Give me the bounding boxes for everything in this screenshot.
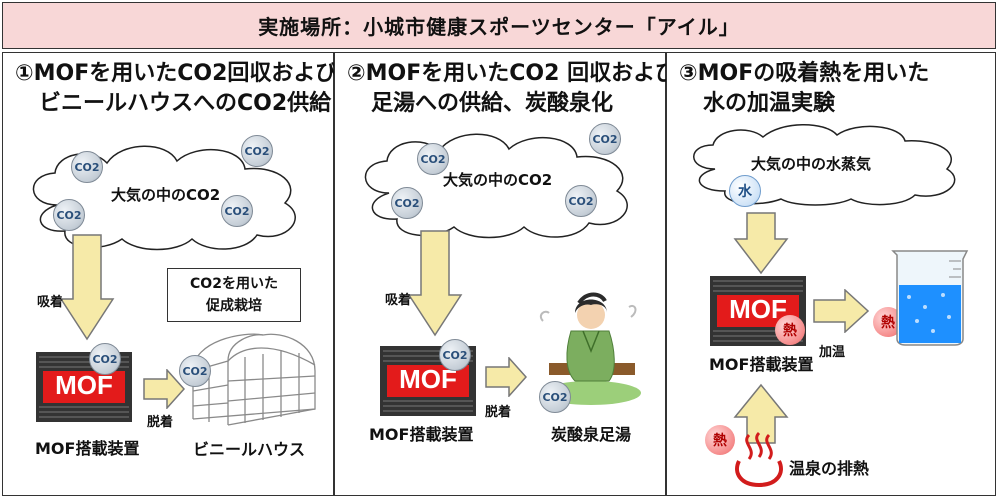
co2-bubble: CO2 <box>565 185 597 217</box>
exhaust-heat-label: 温泉の排熱 <box>789 459 870 478</box>
cultivation-callout: CO2を用いた 促成栽培 <box>167 268 301 322</box>
co2-bubble: CO2 <box>391 187 423 219</box>
location-banner: 実施場所：小城市健康スポーツセンター「アイル」 <box>2 2 996 49</box>
beaker-icon <box>891 250 969 346</box>
up-arrow-icon <box>733 383 789 444</box>
co2-bubble: CO2 <box>89 343 121 375</box>
device-label: MOF搭載装置 <box>369 425 474 444</box>
co2-bubble: CO2 <box>71 151 103 183</box>
panel-co2-greenhouse: ①MOFを用いたCO2回収および ビニールハウスへのCO2供給 大気の中のCO2… <box>2 52 338 496</box>
down-arrow-icon <box>407 230 463 337</box>
co2-bubble: CO2 <box>417 143 449 175</box>
hot-spring-icon <box>735 431 783 488</box>
panel1-title: ①MOFを用いたCO2回収および ビニールハウスへのCO2供給 <box>15 61 338 116</box>
greenhouse-icon <box>192 333 316 426</box>
footbath-person-icon <box>539 292 641 405</box>
mof-device-icon <box>36 352 132 422</box>
co2-bubble: CO2 <box>179 355 211 387</box>
adsorb-label: 吸着 <box>37 295 64 310</box>
mof-label: MOF <box>729 294 787 324</box>
co2-bubble: CO2 <box>53 199 85 231</box>
mof-device-icon <box>710 276 806 346</box>
desorb-label: 脱着 <box>147 415 174 430</box>
water-droplet-icon: 水 <box>729 175 761 207</box>
right-arrow-icon <box>485 357 527 397</box>
panel2-title: ②MOFを用いたCO2 回収および 足湯への供給、炭酸泉化 <box>347 61 678 116</box>
heat-icon: 熱 <box>775 315 805 345</box>
heating-label: 加温 <box>819 345 846 360</box>
right-arrow-icon <box>143 369 185 409</box>
panel-co2-footbath: ②MOFを用いたCO2 回収および 足湯への供給、炭酸泉化 大気の中のCO2 C… <box>334 52 677 496</box>
cloud-label: 大気の中の水蒸気 <box>751 155 872 173</box>
co2-bubble: CO2 <box>221 195 253 227</box>
mof-label: MOF <box>55 370 113 400</box>
panel-water-heating: ③MOFの吸着熱を用いた 水の加温実験 大気の中の水蒸気 水 MOF 熱 MOF… <box>666 52 996 496</box>
co2-bubble: CO2 <box>589 123 621 155</box>
right-arrow-icon <box>813 289 869 333</box>
co2-bubble: CO2 <box>439 339 471 371</box>
greenhouse-label: ビニールハウス <box>193 440 306 459</box>
down-arrow-icon <box>733 212 789 275</box>
footbath-label: 炭酸泉足湯 <box>551 425 632 444</box>
heat-icon: 熱 <box>705 425 735 455</box>
device-label: MOF搭載装置 <box>35 439 140 458</box>
cloud-label: 大気の中のCO2 <box>111 186 221 204</box>
adsorb-label: 吸着 <box>385 293 412 308</box>
location-title: 実施場所：小城市健康スポーツセンター「アイル」 <box>258 15 740 39</box>
cloud-label: 大気の中のCO2 <box>443 171 553 189</box>
panel3-title: ③MOFの吸着熱を用いた 水の加温実験 <box>679 61 930 116</box>
down-arrow-icon <box>59 234 115 341</box>
co2-bubble: CO2 <box>539 381 571 413</box>
device-label: MOF搭載装置 <box>709 355 814 374</box>
co2-bubble: CO2 <box>241 135 273 167</box>
desorb-label: 脱着 <box>485 405 512 420</box>
